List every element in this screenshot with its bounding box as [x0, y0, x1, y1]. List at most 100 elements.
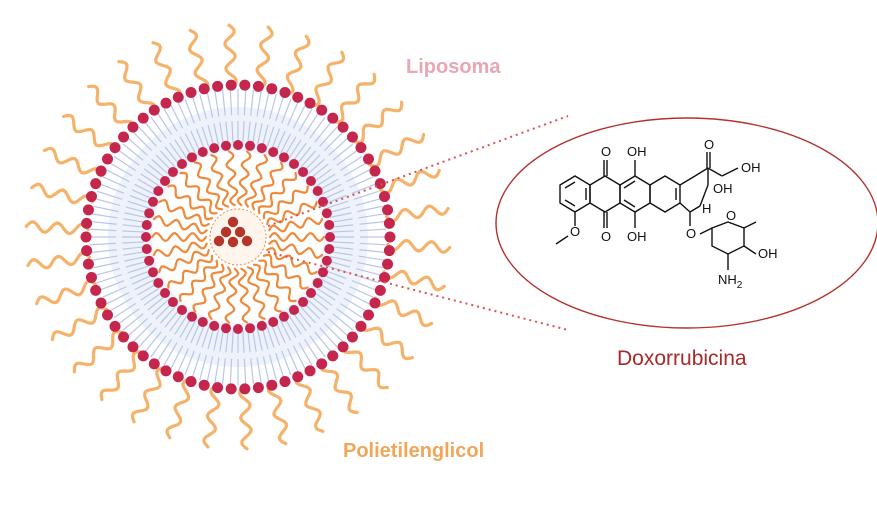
lipid-tail [132, 131, 153, 152]
lipid-tail [144, 121, 162, 143]
head-group-outer [225, 79, 237, 91]
lipid-tail [150, 335, 167, 358]
lipid-tail [151, 299, 169, 316]
head-group-outer [137, 350, 149, 362]
head-group-inner [167, 166, 178, 177]
head-group-outer [81, 245, 93, 257]
head-group-outer [316, 358, 328, 370]
atom-o-sugar: O [726, 208, 736, 223]
head-group-outer [80, 231, 92, 243]
lipid-tail [109, 297, 133, 312]
lipid-tail [275, 352, 285, 378]
lipid-tail [191, 96, 201, 122]
lipid-tail [280, 320, 292, 341]
peg-chain [223, 23, 238, 89]
lipid-tail [292, 312, 307, 332]
head-group-inner [245, 323, 256, 334]
head-group-outer [95, 165, 107, 177]
inner-chain [258, 259, 297, 303]
lipid-tail [129, 270, 151, 280]
lipid-tail [339, 155, 363, 172]
lipid-tail [309, 335, 326, 358]
lipid-tail [127, 200, 149, 209]
lipid-tail [164, 309, 180, 328]
head-group-outer [327, 350, 339, 362]
lipid-tail [314, 331, 332, 353]
lipid-tail [199, 93, 208, 120]
lipid-tail [292, 142, 307, 162]
head-group-outer [374, 284, 386, 296]
atom-oh-ring: OH [713, 181, 733, 196]
drug-molecule-dot [234, 226, 246, 238]
atom-oh-bottom: OH [627, 229, 647, 244]
peg-chain [294, 372, 325, 433]
lipid-tail [331, 246, 354, 250]
lipid-tail [332, 143, 354, 161]
lipid-tail [147, 295, 166, 311]
lipid-tail [151, 158, 169, 175]
lipid-tail [124, 212, 147, 219]
head-group-outer [355, 320, 367, 332]
inner-chain [150, 231, 208, 243]
head-group-outer [172, 91, 184, 103]
inner-chain [225, 150, 239, 207]
peg-chain [42, 146, 103, 178]
lipid-tail [134, 183, 155, 195]
head-group-outer [374, 178, 386, 190]
lipid-tail [221, 358, 226, 385]
atom-o-methoxy: O [570, 224, 580, 239]
lipid-tail [313, 168, 333, 183]
lipid-tail [159, 306, 176, 324]
lipid-tail [206, 356, 214, 382]
lipid-tail [330, 218, 353, 223]
lipid-tail [170, 104, 184, 129]
head-group-outer [225, 383, 237, 395]
lipid-tail [134, 279, 155, 291]
head-group-outer [379, 191, 391, 203]
head-group-inner [144, 255, 155, 266]
head-group-outer [118, 131, 130, 143]
lipid-tail [298, 342, 313, 366]
inner-chain [244, 154, 269, 208]
head-group-outer [337, 121, 349, 133]
lipid-tail [90, 220, 117, 225]
lipid-tail [304, 303, 321, 320]
head-group-outer [292, 91, 304, 103]
head-group-outer [279, 86, 291, 98]
head-group-outer [160, 365, 172, 377]
lipid-tail [156, 338, 173, 362]
head-group-inner [141, 232, 151, 242]
head-group-outer [172, 371, 184, 383]
doxorubicin-label: Doxorrubicina [617, 347, 747, 370]
head-group-inner [160, 288, 171, 299]
head-group-inner [209, 320, 220, 331]
lipid-tail [174, 139, 188, 159]
lipid-tail [138, 126, 157, 147]
inner-chain [152, 214, 208, 235]
lipid-tail [339, 302, 363, 319]
head-group-outer [148, 104, 160, 116]
head-group-inner [256, 143, 267, 154]
head-group-inner [187, 311, 197, 322]
lipid-tail [357, 205, 383, 213]
lipid-tail [90, 249, 117, 254]
lipid-tail [122, 313, 144, 331]
lipid-tail [93, 205, 119, 213]
lipid-tail [287, 348, 299, 373]
lipid-tail [190, 130, 201, 152]
lipid-tail [261, 124, 269, 147]
head-group-inner [141, 219, 152, 230]
inner-chain [158, 248, 210, 274]
lipid-tail [353, 274, 379, 284]
lipid-tail [122, 230, 145, 233]
lipid-tail [313, 291, 333, 306]
lipid-tail [137, 283, 157, 296]
lipid-tail [262, 92, 270, 118]
lipid-tail [256, 357, 262, 384]
head-group-outer [85, 191, 97, 203]
inner-chain [268, 231, 326, 243]
lipid-tail [331, 224, 354, 228]
molecule-bonds [555, 152, 757, 270]
lipid-tail [174, 315, 188, 335]
callout-line-bottom [267, 251, 569, 331]
